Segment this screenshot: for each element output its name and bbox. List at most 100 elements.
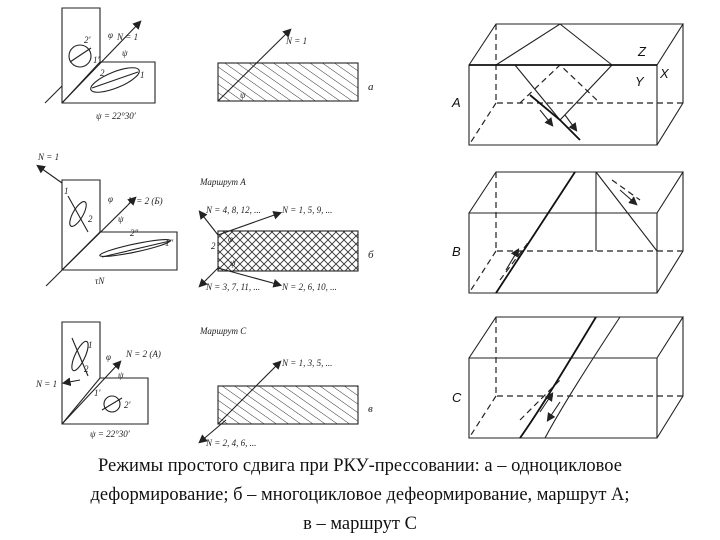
box-c-label: C (452, 390, 462, 405)
die-b-ellipse-long-line (101, 240, 171, 258)
die-b-n1-label: N = 1 (37, 152, 59, 162)
box-b-arrow-2 (619, 189, 638, 206)
box-b-front (468, 212, 658, 294)
die-b-label-2: 2 (88, 214, 93, 224)
sample-a-n-label: N = 1 (285, 36, 307, 46)
box-b-hidden-shear (499, 179, 641, 281)
die-a-n-arrow (61, 20, 142, 104)
box-a-arrow-2 (564, 114, 578, 132)
box-a-hidden-edges (468, 24, 683, 146)
die-b-ellipse-small-line (67, 195, 89, 233)
die-a: φ ψ N = 1 2′ 1′ 2 1 ψ = 22°30′ (44, 7, 156, 121)
box-b-back-plane (595, 171, 658, 252)
sample-b-arrow-tr (217, 211, 283, 236)
box-a-side (656, 24, 684, 146)
die-c-n1-arrow (61, 377, 81, 387)
caption-line-3: в – маршрут С (303, 514, 417, 534)
axis-z-label: Z (637, 44, 647, 59)
die-b-ellipse-small (69, 201, 87, 227)
box-a: A Z Y X (451, 23, 685, 146)
route-a-n-2-6-10: N = 2, 6, 10, ... (281, 282, 337, 292)
box-b-top (468, 171, 685, 214)
die-a-label-2: 2 (100, 68, 105, 78)
route-a-n-1-5-9: N = 1, 5, 9, ... (281, 205, 332, 215)
sample-b-rect (217, 230, 359, 272)
sample-b-arrow-br (217, 267, 283, 288)
die-a-ellipse (90, 67, 140, 93)
die-c-psi-label: ψ (118, 370, 124, 380)
die-b-n1-arrow (36, 164, 63, 184)
sample-c-arrow-down (198, 419, 227, 444)
die-c-label-1: 1 (88, 340, 93, 350)
die-c: N = 2 (А) N = 1 φ ψ 1 2 1′ 2′ ψ = 22°30′ (35, 321, 161, 439)
sample-b-psi-label: ψ (230, 258, 236, 268)
box-a-arrow-1 (539, 109, 554, 127)
sample-c-arrow-up (217, 360, 282, 425)
die-b-label-2p: 2″ (130, 228, 139, 238)
route-c-title: Маршрут С (199, 326, 247, 336)
panel-a-letter: а (368, 81, 374, 93)
die-c-n2-label: N = 2 (А) (125, 349, 161, 359)
box-c-shear-plane-2 (544, 316, 621, 439)
route-a-title: Маршрут А (199, 177, 246, 187)
die-c-ellipse-line (71, 337, 89, 377)
die-a-circle (68, 44, 92, 68)
box-c-shear-plane (519, 316, 597, 439)
figure-caption: Режимы простого сдвига при РКУ-прессован… (0, 452, 720, 539)
axis-y-label: Y (635, 74, 645, 89)
die-c-phi-label: φ (106, 352, 111, 362)
die-a-angle-note: ψ = 22°30′ (96, 111, 137, 121)
sample-c: Маршрут С N = 1, 3, 5, ... N = 2, 4, 6, … (198, 326, 373, 448)
box-b: B (452, 171, 685, 294)
die-b-label-1p: 1″ (165, 238, 174, 248)
die-b-phi-label: φ (108, 194, 113, 204)
route-a-n-3-7-11: N = 3, 7, 11, ... (205, 282, 260, 292)
die-c-angle-note: ψ = 22°30′ (90, 429, 131, 439)
die-c-shear-plane (61, 377, 101, 425)
die-b-tau-label: τN (95, 276, 105, 286)
die-b-n2-arrow (45, 196, 137, 287)
box-a-top (468, 23, 685, 66)
box-a-shear-band (529, 94, 581, 141)
box-a-front (468, 64, 658, 146)
box-c-side (656, 317, 684, 439)
die-c-label-1p: 1′ (94, 388, 102, 398)
die-a-n-label: N = 1 (116, 32, 138, 42)
diagram-area: φ ψ N = 1 2′ 1′ 2 1 ψ = 22°30′ N = 1 ψ а… (35, 7, 685, 448)
die-c-circle (103, 395, 121, 413)
box-a-diamond (495, 23, 613, 121)
route-a-n-4-8-12: N = 4, 8, 12, ... (205, 205, 261, 215)
die-b-n2-label: N = 2 (Б) (127, 196, 163, 206)
box-b-shear-plane (495, 171, 576, 294)
die-a-tick (44, 85, 63, 104)
die-a-label-2p: 2′ (84, 35, 92, 45)
die-a-psi-label: ψ (122, 48, 128, 58)
die-a-phi-label: φ (108, 30, 113, 40)
sample-b-phi-label: φ (228, 234, 233, 244)
sample-a: N = 1 ψ а (217, 28, 374, 102)
die-a-ellipse-line (91, 71, 139, 89)
box-a-label: A (451, 95, 461, 110)
sample-b-arrow-bl (198, 267, 219, 288)
box-b-side (656, 172, 684, 294)
box-b-label: B (452, 244, 461, 259)
box-c-arrow-2 (546, 401, 561, 422)
die-c-ellipse (71, 340, 89, 372)
die-a-circle-line (69, 47, 92, 63)
sample-a-n-arrow (217, 28, 292, 102)
die-c-label-2: 2 (84, 364, 89, 374)
sample-c-rect (217, 385, 359, 425)
route-c-n-even: N = 2, 4, 6, ... (205, 438, 256, 448)
panel-b-letter: б (368, 249, 374, 261)
box-c-hidden-edges (468, 317, 683, 439)
die-b-psi-label: ψ (118, 214, 124, 224)
die-b-ellipse-long (99, 239, 171, 257)
caption-line-1: Режимы простого сдвига при РКУ-прессован… (98, 456, 622, 476)
die-a-label-1p: 1′ (93, 55, 101, 65)
caption-line-2: деформирование; б – многоцикловое дефеор… (90, 485, 630, 505)
box-c-arrow-1 (539, 392, 554, 413)
panel-c-letter: в (368, 403, 373, 415)
die-b: N = 1 N = 2 (Б) φ ψ 1 2 2″ 1″ τN (36, 152, 178, 287)
sample-b-label-2: 2 (211, 241, 216, 251)
sample-b: Маршрут А N = 4, 8, 12, ... N = 1, 5, 9,… (198, 177, 374, 292)
